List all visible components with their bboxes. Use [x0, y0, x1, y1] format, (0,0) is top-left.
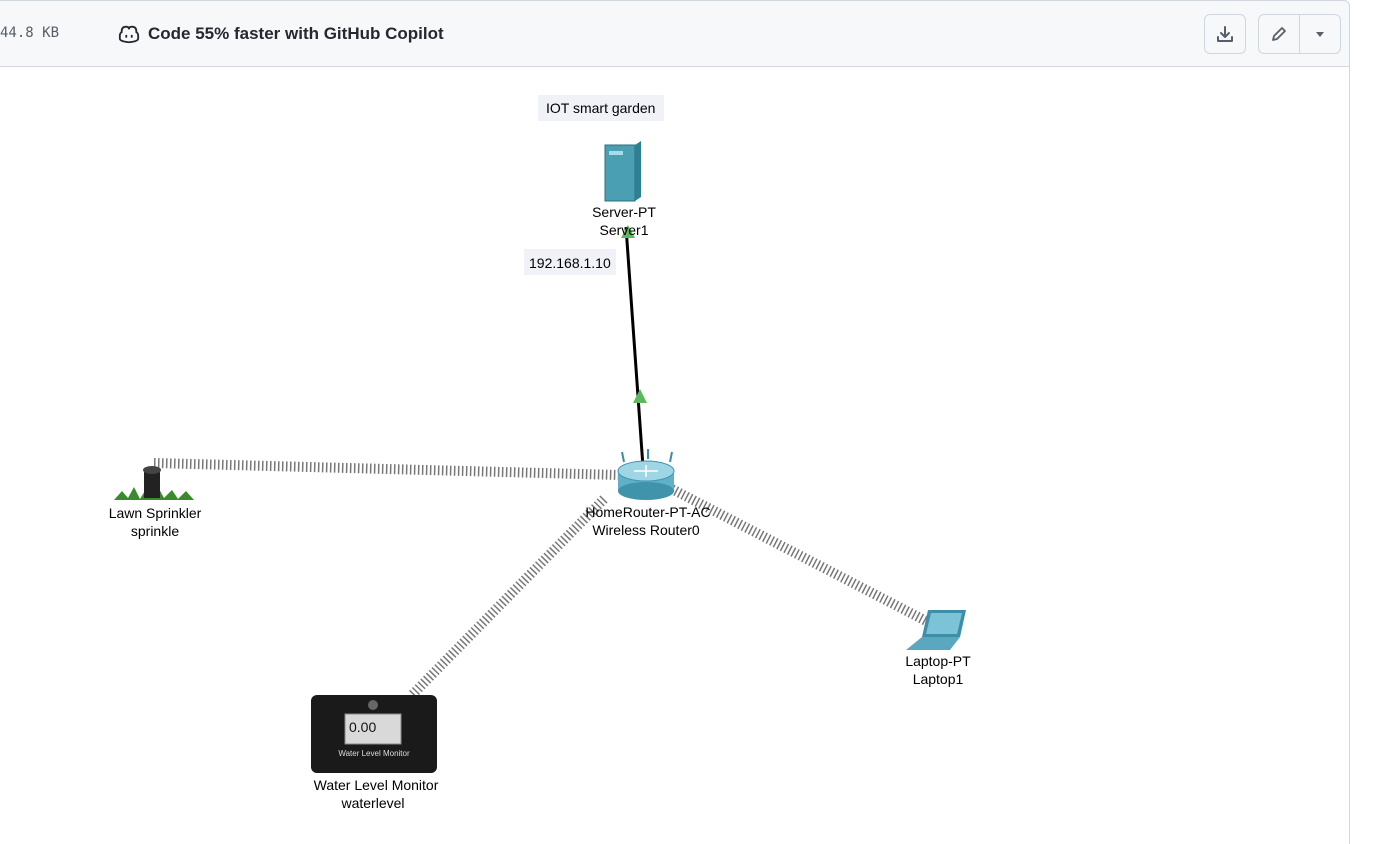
- link-status-up-icon: [621, 225, 635, 238]
- link-status-up-icon: [633, 389, 647, 403]
- laptop-type-label: Laptop-PT: [905, 653, 971, 669]
- water-level-monitor-icon[interactable]: [311, 695, 437, 773]
- server-type-label: Server-PT: [592, 204, 656, 220]
- note-title-bg: [538, 95, 664, 121]
- image-viewer: IOT smart garden Server-PT Server1 192.1…: [0, 67, 1350, 844]
- file-header: 44.8 KB Code 55% faster with GitHub Copi…: [0, 0, 1350, 67]
- more-options-button[interactable]: [1299, 15, 1340, 53]
- download-icon: [1217, 26, 1233, 42]
- laptop-icon[interactable]: [906, 610, 966, 650]
- sprinkler-name-label: sprinkle: [131, 523, 179, 539]
- wired-link: [624, 226, 645, 468]
- sprinkler-type-label: Lawn Sprinkler: [109, 505, 202, 521]
- ip-note: 192.168.1.10: [529, 255, 611, 271]
- copilot-promo-text: Code 55% faster with GitHub Copilot: [148, 24, 444, 43]
- edit-button-group: [1258, 14, 1341, 54]
- wireless-link-sprinkler: [153, 458, 621, 480]
- water-level-device-caption: Water Level Monitor: [338, 749, 410, 758]
- wireless-link-water: [408, 495, 608, 699]
- server-icon[interactable]: [604, 141, 641, 202]
- network-diagram: IOT smart garden Server-PT Server1 192.1…: [109, 95, 971, 811]
- sprinkler-icon[interactable]: [114, 466, 194, 500]
- laptop-name-label: Laptop1: [913, 671, 964, 687]
- water-type-label: Water Level Monitor: [314, 777, 439, 793]
- water-name-label: waterlevel: [340, 795, 404, 811]
- router-icon[interactable]: [617, 449, 675, 500]
- pencil-icon: [1272, 27, 1286, 41]
- file-size: 44.8 KB: [0, 25, 60, 41]
- ip-note-bg: [524, 249, 616, 275]
- router-name-label: Wireless Router0: [592, 522, 700, 538]
- server-name-label: Server1: [599, 222, 648, 238]
- edit-button[interactable]: [1259, 15, 1299, 53]
- caret-down-icon: [1316, 32, 1324, 37]
- router-type-label: HomeRouter-PT-AC: [585, 504, 710, 520]
- note-title: IOT smart garden: [546, 100, 655, 116]
- water-level-reading: 0.00: [349, 719, 376, 735]
- copilot-icon: [118, 25, 140, 44]
- download-button[interactable]: [1204, 14, 1246, 54]
- copilot-promo-link[interactable]: Code 55% faster with GitHub Copilot: [118, 23, 444, 45]
- wireless-link-laptop: [669, 484, 931, 627]
